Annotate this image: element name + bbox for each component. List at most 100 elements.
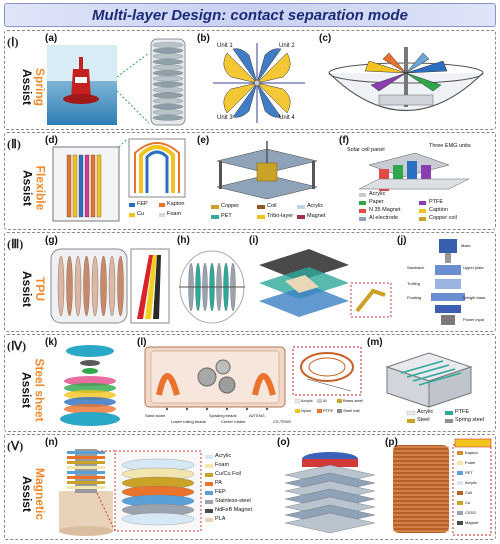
panel-n: (n) Acrylic Foam	[45, 437, 275, 537]
legend-cu: Cu	[137, 211, 145, 217]
legend-nylon: Nylon	[301, 408, 312, 413]
row-assist: Assist	[20, 371, 34, 409]
panel-d: (d)	[45, 135, 195, 227]
panel-label: (j)	[397, 235, 407, 246]
panel-label: (p)	[385, 437, 398, 448]
unit-2-label: Unit 2	[279, 43, 295, 49]
row-numeral: (Ⅰ)	[7, 35, 19, 49]
legend-ptfe: PTFE	[455, 409, 470, 415]
panel-label: (a)	[45, 33, 58, 44]
title-banner: Multi-layer Design: contact separation m…	[4, 3, 496, 27]
panel-e-legend-swatches	[211, 205, 305, 219]
row-assist: Assist	[20, 270, 34, 308]
l-cs-teng-label: CS-TENG	[273, 419, 291, 424]
row-assist: Assist	[20, 68, 34, 106]
legend-magnet: Magnet	[465, 520, 479, 525]
panel-h: (h)	[177, 235, 247, 329]
j-weight-base-label: Weight base	[463, 295, 486, 300]
unit-4-label: Unit 4	[279, 115, 295, 121]
l-lower-beads-label: Lower rolling beads	[171, 419, 206, 424]
panel-label: (d)	[45, 135, 58, 146]
legend-pet: PET	[221, 213, 232, 219]
panel-label: (e)	[197, 135, 210, 146]
legend-pa: PA	[215, 480, 222, 486]
panel-n-illustration	[59, 449, 202, 536]
panel-d-illustration	[52, 138, 186, 222]
legend-cu-foil: Cu/Cu Foil	[215, 471, 241, 477]
panel-l: (l) Sand stone Lower rolling beads Spira…	[137, 337, 365, 429]
panel-label: (b)	[197, 33, 210, 44]
legend-acrylic: Acrylic	[307, 203, 324, 209]
panel-e-illustration	[216, 141, 318, 200]
legend-acrylic: Acrylic	[417, 409, 434, 415]
panel-a-illustration	[47, 38, 186, 126]
j-mass-label: Mass	[461, 243, 471, 248]
panel-d-legend-swatches	[129, 203, 165, 217]
panel-label: (h)	[177, 235, 190, 246]
panel-m: (m) Acrylic PTFE Steel Spring steel	[367, 337, 493, 429]
legend-coil: Coil	[465, 490, 472, 495]
panel-h-illustration	[179, 250, 245, 324]
legend-foam: Foam	[465, 460, 476, 465]
row-numeral: (Ⅱ)	[7, 137, 21, 151]
legend-copper-coil: Copper coil	[429, 215, 457, 221]
panel-p-illustration	[393, 438, 492, 536]
legend-fep: FEP	[215, 489, 226, 495]
unit-3-label: Unit 3	[217, 115, 233, 121]
panel-f: (f) Solar cell panel Three EMG units	[339, 135, 493, 227]
legend-foam: Foam	[215, 462, 230, 468]
panel-j-illustration	[431, 239, 465, 325]
legend-ptfe: PTFE	[429, 199, 444, 205]
row-numeral: (Ⅲ)	[7, 237, 24, 251]
panel-l-legend-swatches	[294, 398, 342, 413]
panel-label: (o)	[277, 437, 290, 448]
panel-m-legend-swatches	[406, 410, 453, 423]
solar-cell-label: Solar cell panel	[347, 147, 385, 153]
panel-e: (e) Copper Coil Acrylic PET Tribo-	[197, 135, 337, 227]
l-al-teng-label: Al/TENG	[249, 413, 265, 418]
legend-cu: Cu	[465, 500, 471, 505]
panel-label: (l)	[137, 337, 147, 348]
legend-acrylic: Acrylic	[215, 453, 232, 459]
figure-title: Multi-layer Design: contact separation m…	[92, 6, 408, 24]
j-trolling-label: Trolling	[407, 281, 420, 286]
legend-fep: FEP	[137, 201, 148, 207]
j-power-input-label: Power input	[463, 317, 485, 322]
panel-c: (c)	[319, 33, 493, 127]
panel-n-legend-swatches	[205, 455, 213, 522]
panel-f-legend-swatches	[359, 193, 426, 221]
panel-p: (p) Kapton Foam PET Acrylic Coil Cu	[385, 437, 493, 537]
row-assist: Assist	[20, 475, 35, 513]
panel-g-illustration	[50, 248, 170, 324]
legend-al-electrode: Al electrode	[369, 215, 399, 221]
panel-o: (o)	[277, 437, 383, 537]
legend-caption: Caption	[429, 207, 448, 213]
legend-steel-ball: Steel ball	[343, 408, 360, 413]
panel-g: (g)	[45, 235, 175, 329]
legend-acrylic: Acrylic	[369, 191, 386, 197]
panel-i: (i)	[249, 235, 395, 329]
legend-csss: CSSS	[465, 510, 476, 515]
panel-i-illustration	[259, 249, 392, 318]
legend-ptfe: PTFE	[323, 408, 334, 413]
l-center-rubber-label: Center rubber	[221, 419, 246, 424]
panel-b-illustration	[213, 43, 305, 123]
legend-paper: Paper	[369, 199, 384, 205]
row-assist: Assist	[20, 169, 34, 207]
l-spiraling-beads-label: Spiraling beads	[209, 413, 237, 418]
l-sand-stone-label: Sand stone	[145, 413, 166, 418]
legend-pla: PLA	[215, 516, 226, 522]
legend-magnet: N 35 Magnet	[369, 207, 401, 213]
legend-kapton: Kapton	[465, 450, 478, 455]
legend-acrylic: Acrylic	[465, 480, 477, 485]
panel-label: (k)	[45, 337, 58, 348]
panel-label: (n)	[45, 437, 58, 448]
